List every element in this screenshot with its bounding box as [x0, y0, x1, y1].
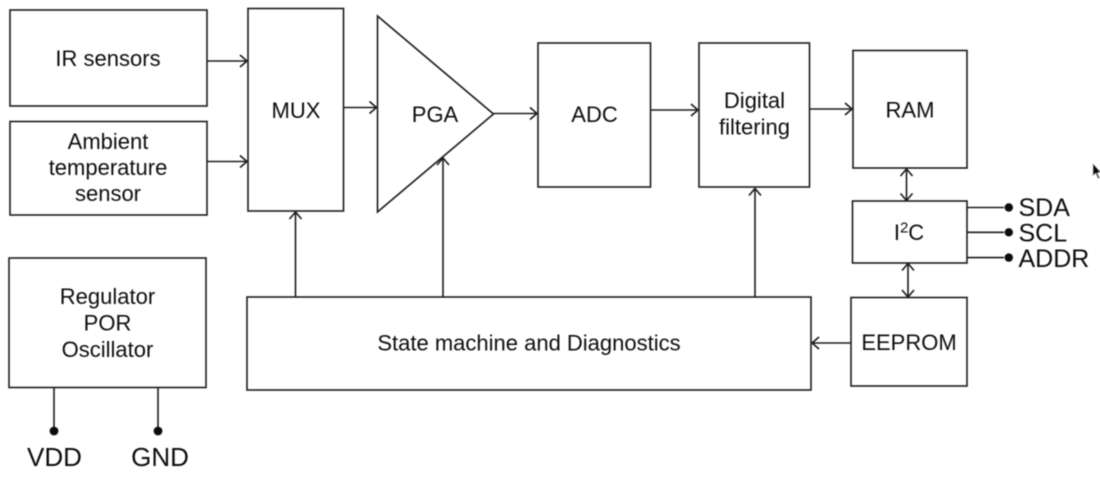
svg-text:VDD: VDD	[27, 442, 82, 472]
svg-text:State machine and Diagnostics: State machine and Diagnostics	[377, 331, 680, 356]
svg-text:I2C: I2C	[894, 220, 924, 246]
svg-text:IR sensors: IR sensors	[55, 46, 160, 71]
svg-text:ADC: ADC	[571, 102, 618, 127]
svg-text:filtering: filtering	[719, 115, 790, 140]
svg-text:Digital: Digital	[724, 88, 785, 113]
svg-text:EEPROM: EEPROM	[861, 330, 956, 355]
svg-text:ADDR: ADDR	[1019, 245, 1090, 273]
svg-text:MUX: MUX	[272, 98, 321, 123]
svg-text:GND: GND	[131, 442, 189, 472]
svg-text:Oscillator: Oscillator	[62, 337, 154, 362]
svg-text:SDA: SDA	[1019, 194, 1071, 222]
svg-text:POR: POR	[84, 311, 132, 336]
svg-text:sensor: sensor	[75, 181, 141, 206]
svg-text:temperature: temperature	[49, 155, 168, 180]
svg-text:Regulator: Regulator	[60, 284, 155, 309]
svg-text:Ambient: Ambient	[68, 129, 149, 154]
svg-text:SCL: SCL	[1019, 220, 1068, 248]
svg-text:PGA: PGA	[412, 102, 459, 127]
svg-text:RAM: RAM	[886, 97, 935, 122]
